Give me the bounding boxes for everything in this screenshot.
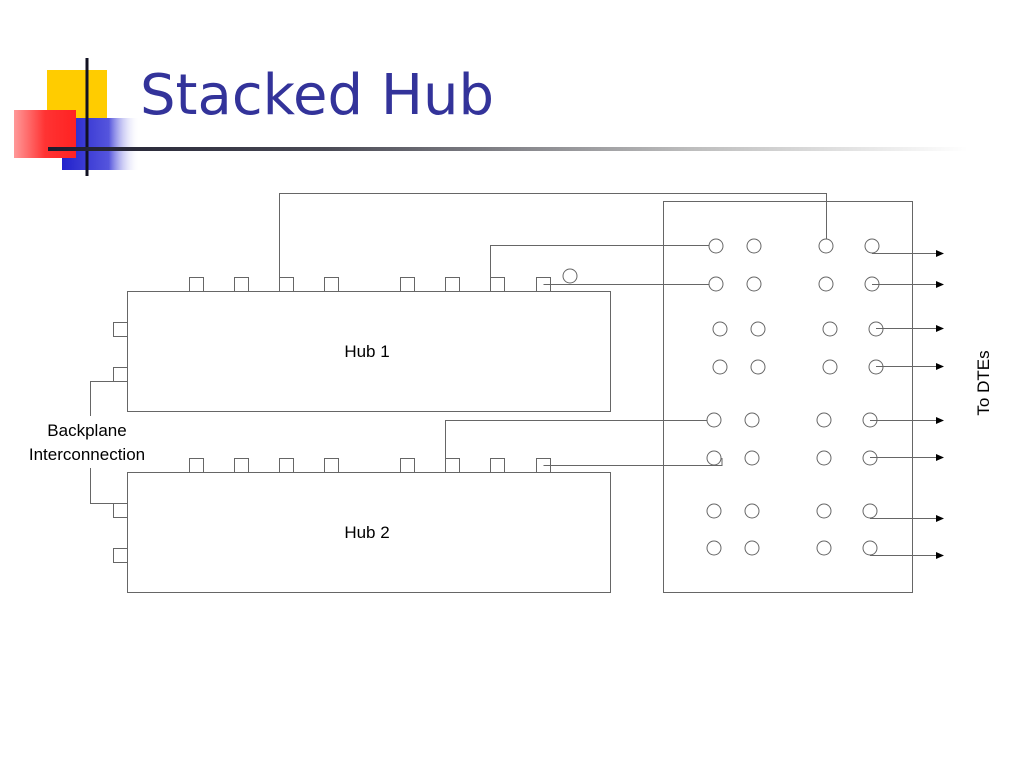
hub2-top-ports bbox=[189, 458, 551, 473]
arrowhead-icon bbox=[936, 363, 944, 370]
backplane-label-line1: Backplane bbox=[47, 421, 126, 440]
hub2-side-port bbox=[113, 503, 128, 518]
jack bbox=[708, 276, 724, 292]
cable bbox=[279, 193, 827, 278]
hub2-side-port bbox=[113, 548, 128, 563]
jack bbox=[864, 238, 880, 254]
jack bbox=[706, 503, 722, 519]
hub1-top-ports bbox=[189, 277, 551, 292]
arrowhead-icon bbox=[936, 454, 944, 461]
hub1-status-circle bbox=[562, 268, 578, 284]
jack bbox=[816, 540, 832, 556]
jack bbox=[712, 321, 728, 337]
jack bbox=[708, 238, 724, 254]
patch-panel bbox=[663, 201, 913, 593]
hub2-box bbox=[127, 472, 611, 593]
jack bbox=[862, 503, 878, 519]
hub2-port bbox=[189, 458, 204, 473]
hub1-port bbox=[234, 277, 249, 292]
jack bbox=[706, 412, 722, 428]
patch-panel-jacks bbox=[706, 238, 884, 556]
backplane-label-line2: Interconnection bbox=[29, 445, 145, 464]
hub1-label: Hub 1 bbox=[344, 342, 389, 361]
hub1-port bbox=[324, 277, 339, 292]
dte-arrowheads bbox=[936, 250, 944, 559]
arrowhead-icon bbox=[936, 325, 944, 332]
slide-logo-icon bbox=[14, 58, 140, 176]
jack bbox=[818, 276, 834, 292]
hub1-port bbox=[445, 277, 460, 292]
jack bbox=[744, 412, 760, 428]
jack bbox=[816, 503, 832, 519]
hub2-port bbox=[445, 458, 460, 473]
backplane-connector bbox=[90, 381, 114, 416]
hub2-port bbox=[400, 458, 415, 473]
hub1-box bbox=[127, 291, 611, 412]
hub2-port bbox=[234, 458, 249, 473]
hub2-port bbox=[490, 458, 505, 473]
jack bbox=[706, 450, 722, 466]
hub1-port bbox=[400, 277, 415, 292]
arrowhead-icon bbox=[936, 281, 944, 288]
title-underline bbox=[48, 147, 968, 151]
backplane-connector bbox=[90, 468, 114, 504]
cable bbox=[543, 458, 723, 466]
to-dtes-label: To DTEs bbox=[974, 350, 993, 415]
arrowhead-icon bbox=[936, 552, 944, 559]
jack bbox=[816, 412, 832, 428]
jack bbox=[822, 359, 838, 375]
jack bbox=[746, 238, 762, 254]
hub1-side-port bbox=[113, 322, 128, 337]
slide-title: Stacked Hub bbox=[140, 63, 494, 128]
jack bbox=[818, 238, 834, 254]
jack bbox=[750, 321, 766, 337]
jack bbox=[712, 359, 728, 375]
jack bbox=[816, 450, 832, 466]
jack bbox=[746, 276, 762, 292]
jack bbox=[862, 540, 878, 556]
jack bbox=[750, 359, 766, 375]
hub1-port bbox=[189, 277, 204, 292]
jack bbox=[822, 321, 838, 337]
jack bbox=[744, 450, 760, 466]
hub2-port bbox=[279, 458, 294, 473]
hub1-side-port bbox=[113, 367, 128, 382]
hub1-port bbox=[490, 277, 505, 292]
jack bbox=[744, 540, 760, 556]
hub2-label: Hub 2 bbox=[344, 523, 389, 542]
hub1-port bbox=[279, 277, 294, 292]
jack bbox=[744, 503, 760, 519]
jack bbox=[706, 540, 722, 556]
arrowhead-icon bbox=[936, 417, 944, 424]
arrowhead-icon bbox=[936, 515, 944, 522]
arrowhead-icon bbox=[936, 250, 944, 257]
cable bbox=[490, 245, 709, 278]
hub2-port bbox=[324, 458, 339, 473]
cable bbox=[445, 420, 707, 459]
